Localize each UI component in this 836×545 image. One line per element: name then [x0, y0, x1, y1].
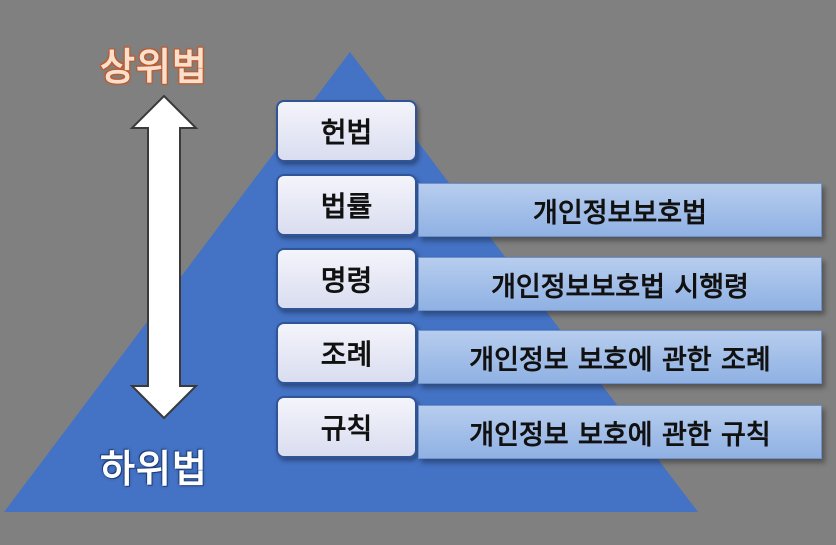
lower-law-label: 하위법 [100, 447, 208, 491]
law-ordinance: 개인정보 보호에 관한 조례 [418, 330, 822, 384]
level-ordinance: 조례 [276, 322, 417, 384]
level-decree: 명령 [276, 248, 417, 310]
upper-law-label: 상위법 [100, 45, 208, 89]
level-statute: 법률 [276, 174, 417, 236]
law-decree: 개인정보보호법 시행령 [418, 257, 822, 311]
double-arrow-icon [129, 94, 199, 420]
level-rule: 규칙 [276, 396, 417, 458]
law-statute: 개인정보보호법 [418, 183, 822, 237]
law-rule: 개인정보 보호에 관한 규칙 [418, 405, 822, 459]
level-constitution: 헌법 [276, 100, 417, 162]
